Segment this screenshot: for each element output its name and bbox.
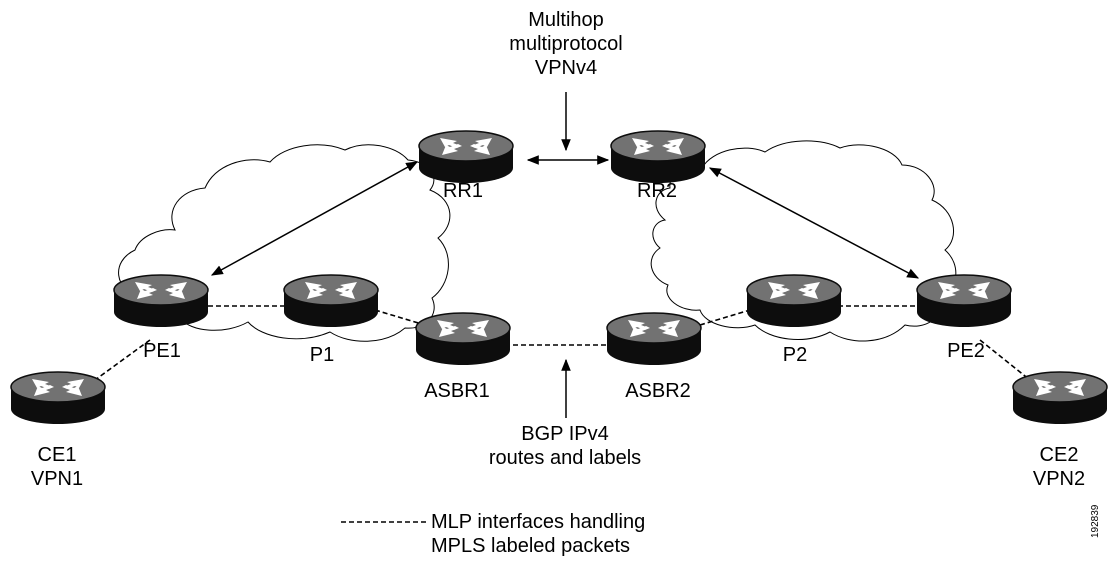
router-asbr1-icon bbox=[415, 312, 511, 366]
label-p1: P1 bbox=[309, 344, 335, 366]
label-ce1-name: CE1 bbox=[37, 444, 77, 466]
router-p1-icon bbox=[283, 274, 379, 328]
mlp-links bbox=[94, 305, 1031, 381]
link-p1-asbr1 bbox=[374, 309, 426, 326]
label-rr2: RR2 bbox=[636, 180, 678, 202]
router-asbr2-icon bbox=[606, 312, 702, 366]
label-asbr2: ASBR2 bbox=[625, 380, 691, 402]
label-ce1-vpn: VPN1 bbox=[30, 468, 84, 490]
session-arrows bbox=[210, 155, 920, 279]
annotation-bottom-line-2: routes and labels bbox=[488, 447, 642, 469]
label-ce2-vpn: VPN2 bbox=[1032, 468, 1086, 490]
annotation-top-line-2: multiprotocol bbox=[509, 33, 623, 55]
label-p2: P2 bbox=[782, 344, 808, 366]
legend-text-line-2: MPLS labeled packets bbox=[431, 535, 631, 557]
router-rr1-icon bbox=[418, 130, 514, 184]
label-asbr1: ASBR1 bbox=[424, 380, 490, 402]
figure-id: 192839 bbox=[1090, 504, 1101, 538]
label-ce2-name: CE2 bbox=[1039, 444, 1079, 466]
label-pe1: PE1 bbox=[143, 340, 181, 362]
label-pe2: PE2 bbox=[947, 340, 985, 362]
router-ce2-icon bbox=[1012, 371, 1108, 425]
legend-text-line-1: MLP interfaces handling bbox=[431, 511, 646, 533]
annotation-bottom-line-1: BGP IPv4 bbox=[521, 423, 609, 445]
router-ce1-icon bbox=[10, 371, 106, 425]
link-pe1-ce1 bbox=[94, 339, 151, 381]
link-pe2-ce2 bbox=[979, 339, 1031, 381]
annotation-top-line-3: VPNv4 bbox=[534, 57, 598, 79]
arrow-pe1-rr1 bbox=[210, 161, 419, 276]
annotation-top-line-1: Multihop bbox=[528, 9, 604, 31]
router-rr2-icon bbox=[610, 130, 706, 184]
arrow-rr2-pe2 bbox=[708, 167, 920, 279]
router-p2-icon bbox=[746, 274, 842, 328]
router-pe1-icon bbox=[113, 274, 209, 328]
link-asbr2-p2 bbox=[699, 309, 751, 326]
left-cloud-icon bbox=[118, 144, 451, 342]
router-pe2-icon bbox=[916, 274, 1012, 328]
label-rr1: RR1 bbox=[442, 180, 484, 202]
